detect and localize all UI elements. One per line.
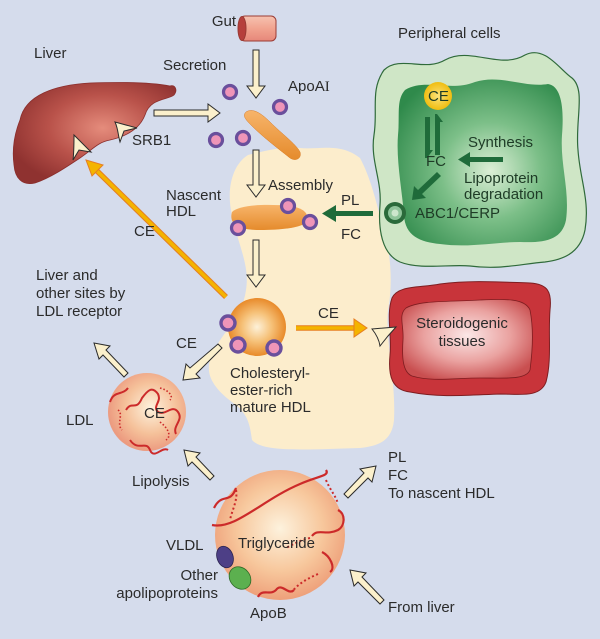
label-liver: Liver xyxy=(34,45,67,62)
arrow-ldl-to-liver-sites xyxy=(93,342,129,378)
label-synthesis: Synthesis xyxy=(468,134,533,151)
apoai-particle xyxy=(207,131,225,149)
label-secretion: Secretion xyxy=(163,57,226,74)
apoai-particle xyxy=(271,98,289,116)
steroidogenic-inner xyxy=(401,299,533,380)
cell-ce-droplet xyxy=(424,82,452,110)
apoai-particle xyxy=(221,83,239,101)
label-cell-ce: CE xyxy=(428,88,449,105)
label-mature-3: mature HDL xyxy=(230,399,311,416)
label-steroidogenic: Steroidogenic xyxy=(416,315,508,332)
label-cell-fc: FC xyxy=(426,153,446,170)
label-ce-to-steroid: CE xyxy=(318,305,339,322)
arrow-to-mature xyxy=(246,239,266,288)
apoai-particle xyxy=(279,197,297,215)
arrow-ce-to-fc xyxy=(425,117,433,158)
label-pl: PL xyxy=(341,192,359,209)
apoai-particle xyxy=(265,339,283,357)
label-apoai-numeral: I xyxy=(325,79,330,95)
arrow-vldl-to-nascent xyxy=(343,465,377,499)
arrow-liver-secretion xyxy=(153,103,221,123)
arrow-fc-to-ce xyxy=(435,114,443,155)
label-vldl-pl: PL xyxy=(388,449,406,466)
srb1-receptor xyxy=(114,121,138,144)
label-ldl-ce: CE xyxy=(144,405,165,422)
abc1-transporter-icon xyxy=(384,202,406,224)
label-mature-2: ester-rich xyxy=(230,382,293,399)
ldl-particle xyxy=(108,373,186,455)
srb1-receptor-2 xyxy=(72,133,93,161)
label-srb1: SRB1 xyxy=(132,132,171,149)
label-lipolysis: Lipolysis xyxy=(132,473,190,490)
gut-icon xyxy=(237,15,277,42)
label-degradation: degradation xyxy=(464,186,543,203)
label-ce-to-ldl: CE xyxy=(176,335,197,352)
nascent-hdl xyxy=(229,197,319,237)
label-mature-1: Cholesteryl- xyxy=(230,365,310,382)
label-apoai: ApoAI xyxy=(288,78,330,95)
label-apob: ApoB xyxy=(250,605,287,622)
label-vldl: VLDL xyxy=(166,537,204,554)
arrow-ce-to-liver xyxy=(85,159,228,299)
label-other: Other xyxy=(180,567,218,584)
vldl-apolipoprotein-violet xyxy=(216,545,234,569)
label-liver-sites-1: Liver and xyxy=(36,267,98,284)
liver-organ xyxy=(12,82,177,185)
label-nascent-hdl: HDL xyxy=(166,203,196,220)
cell-arrows xyxy=(322,114,503,222)
label-liver-sites-3: LDL receptor xyxy=(36,303,122,320)
arrow-abc1-to-nascent xyxy=(322,205,373,222)
label-from-liver: From liver xyxy=(388,599,455,616)
label-tissues: tissues xyxy=(439,333,486,350)
label-assembly: Assembly xyxy=(268,177,334,194)
vldl-apolipoprotein-green xyxy=(228,566,252,590)
vldl-particle xyxy=(211,469,345,600)
label-apoai-prefix: ApoA xyxy=(288,78,325,95)
steroidogenic-tissue xyxy=(388,281,551,397)
label-liver-sites-2: other sites by xyxy=(36,285,126,302)
label-to-nascent-hdl: To nascent HDL xyxy=(388,485,495,502)
apoai-particle xyxy=(301,213,319,231)
apoai-disc xyxy=(244,110,301,160)
apoai-particle xyxy=(229,219,247,237)
label-peripheral-cells: Peripheral cells xyxy=(398,25,501,42)
arrow-gut-down xyxy=(246,49,266,99)
label-triglyceride: Triglyceride xyxy=(238,535,315,552)
arrow-lipolysis xyxy=(183,449,215,481)
arrow-mature-to-ldl xyxy=(182,343,223,381)
arrow-to-assembly xyxy=(246,149,266,198)
label-nascent: Nascent xyxy=(166,187,222,204)
hollow-arrows xyxy=(93,49,385,605)
apoai-particle xyxy=(229,336,247,354)
label-lipoprotein: Lipoprotein xyxy=(464,170,538,187)
steroid-receptor xyxy=(371,326,398,348)
label-fc: FC xyxy=(341,226,361,243)
arrow-synthesis-to-fc xyxy=(458,152,503,167)
apoai-particle xyxy=(234,129,252,147)
apoai-particle xyxy=(219,314,237,332)
arrow-ce-to-steroid xyxy=(296,318,368,338)
label-ce-to-liver: CE xyxy=(134,223,155,240)
label-vldl-fc: FC xyxy=(388,467,408,484)
label-gut: Gut xyxy=(212,13,237,30)
label-ldl: LDL xyxy=(66,412,94,429)
arrow-fc-to-abc1 xyxy=(412,172,441,200)
label-abc1-cerp: ABC1/CERP xyxy=(415,205,500,222)
arrow-from-liver xyxy=(349,569,385,605)
mature-hdl xyxy=(219,298,286,357)
apoai-particles xyxy=(207,83,289,149)
label-apolipoproteins: apolipoproteins xyxy=(116,585,218,602)
